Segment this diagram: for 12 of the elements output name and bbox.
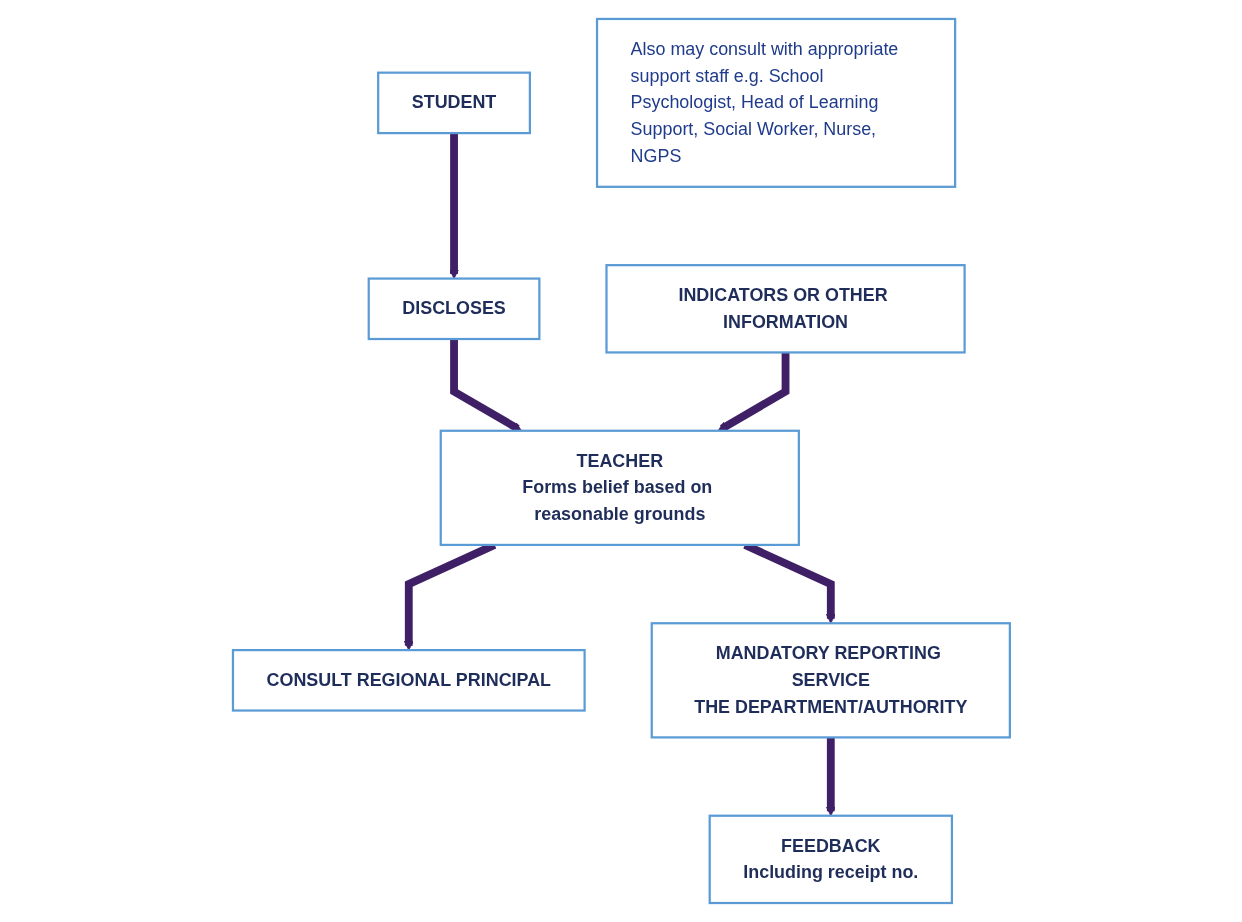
arrow (448, 133, 459, 280)
node-box: FEEDBACK Including receipt no. (708, 814, 953, 905)
arrow (717, 352, 790, 432)
arrow (825, 737, 836, 817)
arrow (449, 339, 522, 432)
node-box: MANDATORY REPORTING SERVICE THE DEPARTMENT/AUTHORITY (650, 622, 1011, 739)
node-box: DISCLOSES (367, 277, 541, 341)
node-box: CONSULT REGIONAL PRINCIPAL (231, 649, 586, 712)
node-box: INDICATORS OR OTHER INFORMATION (604, 264, 966, 354)
node-box: TEACHER Forms belief based on reasonable grounds (439, 429, 800, 547)
node-box: Also may consult with appropriate support staff e.g. School Psychologist, Head of Learning Support, Social Worker, Nurse, NGPS (595, 17, 956, 188)
node-box: STUDENT (376, 71, 531, 135)
